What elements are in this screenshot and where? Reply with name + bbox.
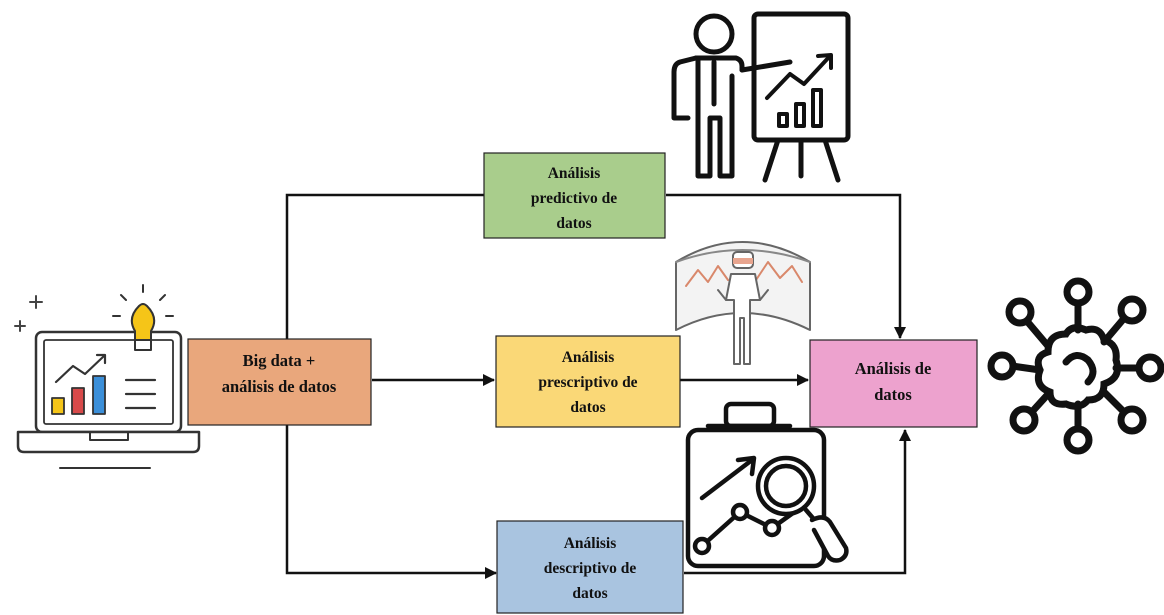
source-label-line2: análisis de datos — [222, 377, 337, 396]
prescriptive-box: Análisis prescriptivo de datos — [495, 335, 681, 428]
source-label-line1: Big data + — [243, 351, 316, 370]
descriptive-box: Análisis descriptivo de datos — [496, 520, 684, 614]
descriptive-to-target-arrow — [684, 429, 911, 575]
descriptive-label-line2: descriptivo de — [544, 560, 637, 577]
predictive-label-line3: datos — [556, 215, 591, 232]
prescriptive-label-line2: prescriptivo de — [538, 374, 637, 391]
target-label-line1: Análisis de — [855, 359, 932, 378]
neural-network-icon — [987, 277, 1164, 455]
descriptive-label-line3: datos — [572, 585, 607, 602]
prescriptive-label-line1: Análisis — [562, 349, 615, 366]
prescriptive-label-line3: datos — [570, 399, 605, 416]
presenter-chart-icon — [671, 11, 851, 183]
predictive-label-line1: Análisis — [548, 165, 601, 182]
laptop-analytics-icon — [14, 284, 201, 469]
connectors — [285, 193, 911, 579]
predictive-to-target-arrow — [666, 193, 906, 339]
target-box: Análisis de datos — [809, 339, 978, 428]
target-label-line2: datos — [874, 385, 912, 404]
vr-panorama-icon — [675, 241, 811, 365]
source-box: Big data + análisis de datos — [187, 338, 372, 426]
descriptive-label-line1: Análisis — [564, 535, 617, 552]
trunk-up-line — [285, 193, 484, 340]
predictive-box: Análisis predictivo de datos — [483, 152, 666, 239]
trunk-down-line — [285, 425, 497, 579]
predictive-label-line2: predictivo de — [531, 190, 617, 207]
clipboard-analysis-icon — [685, 401, 849, 569]
